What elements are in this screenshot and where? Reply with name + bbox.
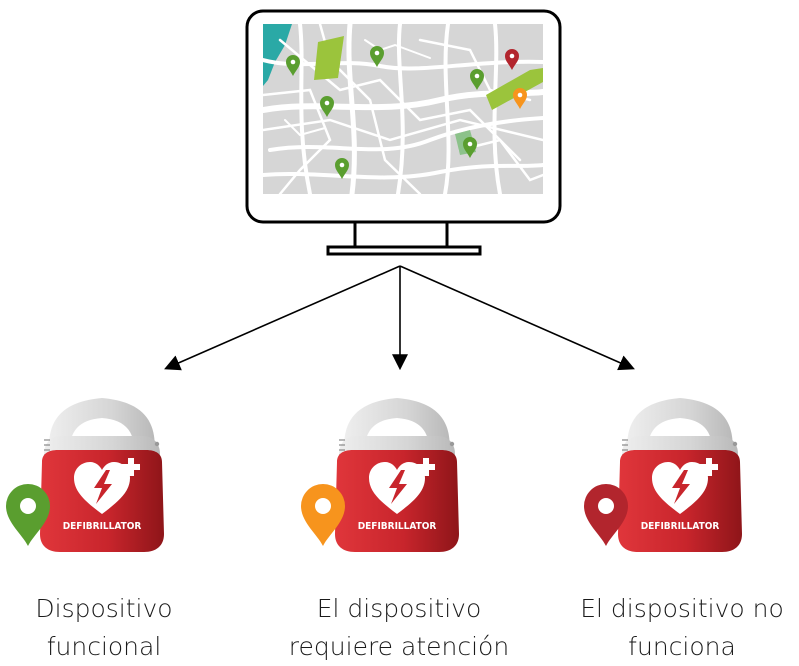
caption-attention-line-1: El dispositivo <box>316 594 482 623</box>
status-pin-error <box>584 484 628 546</box>
plus-icon <box>700 458 718 476</box>
caption-attention: El dispositivo requiere atención <box>279 590 519 666</box>
map-pin-attention <box>513 88 527 109</box>
lightning-icon <box>94 470 112 504</box>
defibrillator-attention: DEFIBRILLATOR <box>301 398 459 552</box>
defibrillator-label: DEFIBRILLATOR <box>63 521 142 532</box>
map-pin-ok <box>370 46 384 67</box>
defibrillator-ok: DEFIBRILLATOR <box>6 398 164 552</box>
defibrillator-handle <box>627 398 733 458</box>
plus-icon <box>122 458 140 476</box>
map-pins <box>286 46 527 179</box>
status-pin-attention <box>301 484 345 546</box>
monitor-base <box>326 245 482 256</box>
defibrillator-label: DEFIBRILLATOR <box>641 521 720 532</box>
defibrillator-error: DEFIBRILLATOR <box>584 398 742 552</box>
caption-ok-line-2: funcional <box>46 632 162 661</box>
defibrillator-handle <box>49 398 155 458</box>
arrow-right <box>399 265 635 371</box>
caption-ok: Dispositivo funcional <box>0 590 224 666</box>
caption-error: El dispositivo no funciona <box>562 590 799 666</box>
map-pin-ok <box>320 96 334 117</box>
plus-icon <box>417 458 435 476</box>
status-pin-ok <box>6 484 50 546</box>
map-pin-ok <box>335 158 349 179</box>
caption-attention-line-2: requiere atención <box>288 632 510 661</box>
map-roads <box>263 24 543 194</box>
arrows <box>164 265 635 371</box>
lightning-icon <box>672 470 690 504</box>
lightning-icon <box>389 470 407 504</box>
caption-ok-line-1: Dispositivo <box>35 594 173 623</box>
monitor-neck <box>353 220 449 250</box>
map-water <box>263 24 292 86</box>
map-screen <box>263 24 543 194</box>
monitor <box>245 9 562 256</box>
caption-error-line-1: El dispositivo no <box>580 594 784 623</box>
map-pin-ok <box>286 55 300 76</box>
defibrillator-handle <box>344 398 450 458</box>
caption-error-line-2: funciona <box>628 632 736 661</box>
devices: DEFIBRILLATOR DEFIBRILLATOR DEFIBRILLATOR <box>6 398 742 552</box>
map-pin-ok <box>470 69 484 90</box>
arrow-left <box>164 265 401 371</box>
defibrillator-label: DEFIBRILLATOR <box>358 521 437 532</box>
map-park <box>314 36 344 80</box>
map-pin-ok <box>463 137 477 158</box>
map-pin-error <box>505 49 519 70</box>
map-park <box>486 68 543 110</box>
